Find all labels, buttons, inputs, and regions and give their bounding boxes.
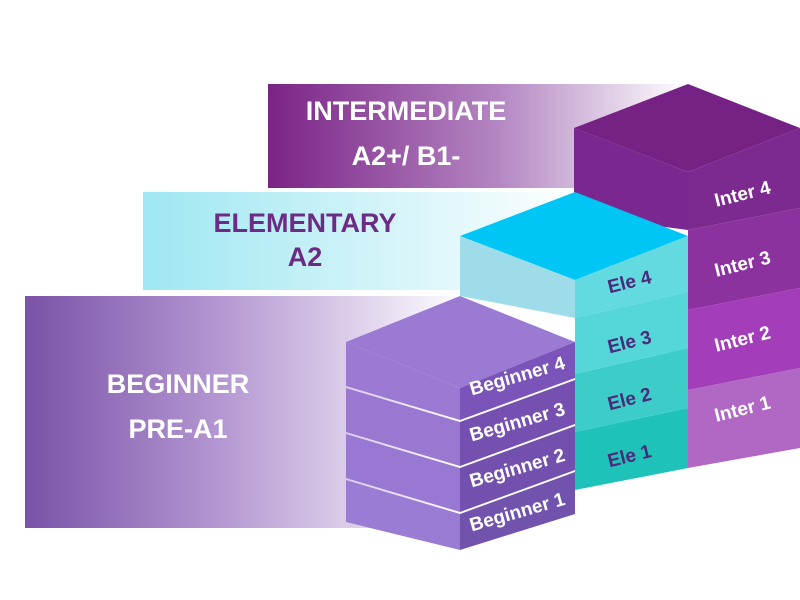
- elementary-block-1-face: [575, 408, 688, 490]
- intermediate-subtitle: A2+/ B1-: [352, 141, 461, 171]
- beginner-top-face: [346, 296, 575, 388]
- beginner-title: BEGINNER: [107, 369, 250, 399]
- intermediate-block-1-face: [688, 368, 800, 468]
- intermediate-block-4: Inter 4: [688, 128, 800, 230]
- beginner-block-4-left: [346, 342, 460, 420]
- elementary-block-4-face: [575, 236, 688, 318]
- elementary-subtitle: A2: [288, 242, 323, 272]
- elementary-block-3: Ele 3: [575, 292, 688, 374]
- beginner-block-1-left: [346, 480, 460, 550]
- beginner-block-1-face: [460, 472, 575, 550]
- intermediate-top-face: [574, 84, 800, 172]
- intermediate-block-1: Inter 1: [688, 368, 800, 468]
- elementary-block-2: Ele 2: [575, 348, 688, 432]
- beginner-block-3-face: [460, 380, 575, 466]
- intermediate-block-4-face: [688, 128, 800, 230]
- elementary-block-3-face: [575, 292, 688, 374]
- intermediate-block-3-face: [688, 208, 800, 310]
- beginner-block-2-left: [346, 434, 460, 512]
- beginner-block-3-left: [346, 388, 460, 466]
- intermediate-block-2: Inter 2: [688, 288, 800, 390]
- beginner-subtitle: PRE-A1: [128, 414, 227, 444]
- elementary-title: ELEMENTARY: [213, 208, 396, 238]
- intermediate-block-2-face: [688, 288, 800, 390]
- elementary-block-4-left: [460, 236, 575, 318]
- elementary-top-face: [460, 192, 688, 280]
- beginner-block-2-face: [460, 426, 575, 512]
- elementary-block-4: Ele 4: [575, 236, 688, 318]
- beginner-block-4-face: [460, 342, 575, 420]
- elementary-block-1: Ele 1: [575, 408, 688, 490]
- elementary-block-2-face: [575, 348, 688, 432]
- intermediate-block-3: Inter 3: [688, 208, 800, 310]
- intermediate-title: INTERMEDIATE: [306, 96, 507, 126]
